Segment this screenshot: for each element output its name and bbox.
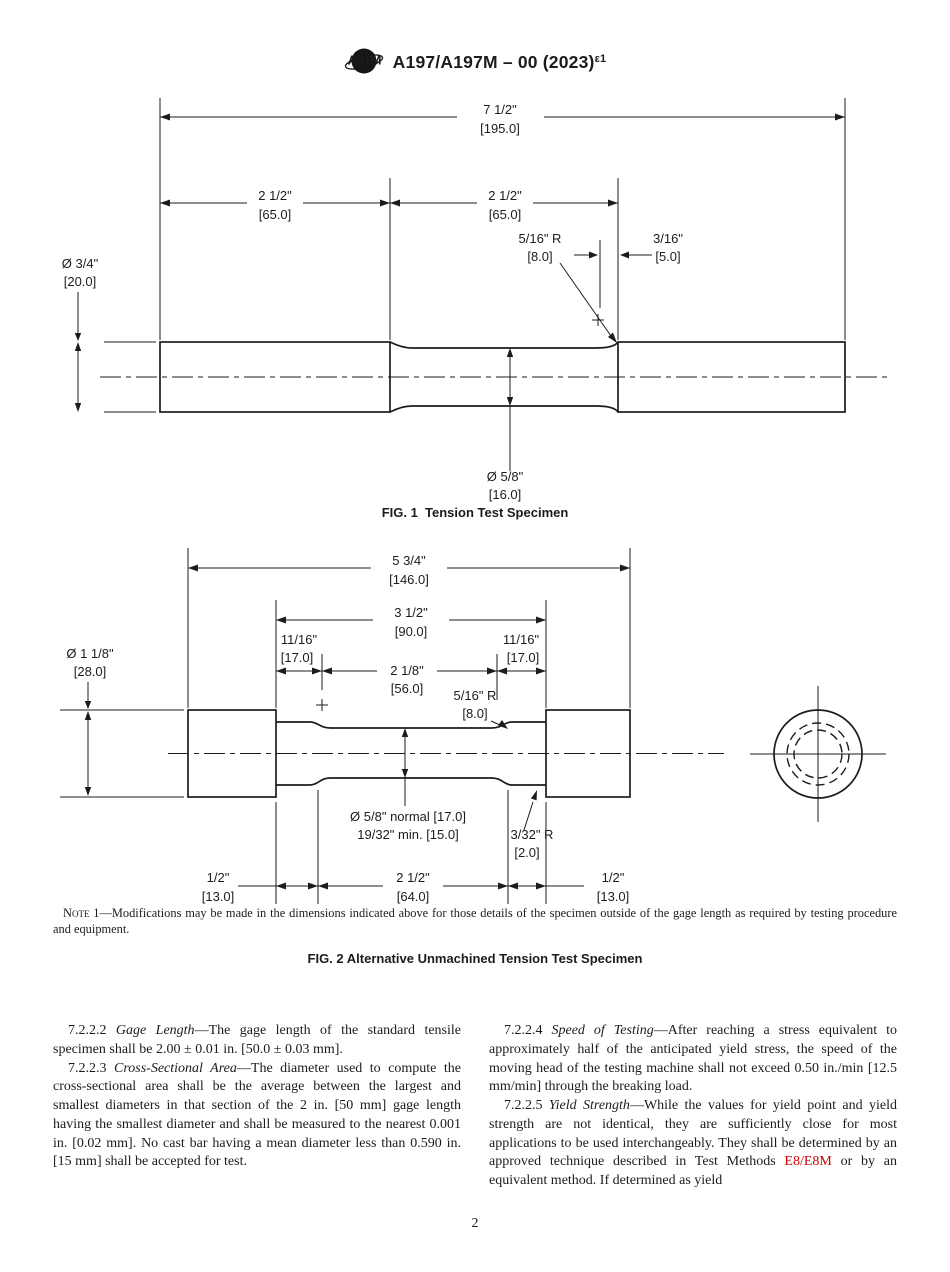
section-text: —The diameter used to compute the cross-… — [53, 1060, 462, 1170]
section-title: Gage Length — [115, 1023, 195, 1038]
document-title-text: A197/A197M – 00 (2023) — [392, 51, 595, 72]
astm-logo-letters: ASTM — [347, 53, 380, 68]
fig1-dim-enddia-mm: [20.0] — [64, 274, 97, 289]
fig1-caption: FIG. 1 Tension Test Specimen — [381, 505, 569, 520]
fig2-note-text: —Modifications may be made in the dimens… — [53, 906, 897, 937]
fig1-dim-enddia-in: Ø 3/4" — [62, 256, 99, 271]
fig2-dim-gagelen-mm: [56.0] — [391, 681, 424, 696]
fig1-dim-overall-in: 7 1/2" — [483, 102, 517, 117]
fig2-dim-smallfillet-mm: [2.0] — [514, 845, 539, 860]
fig2-note: Note 1—Modifications may be made in the … — [53, 905, 897, 937]
fig2-dim-gagedia-line1: Ø 5/8" normal [17.0] — [350, 809, 466, 824]
fig2-drawing: 5 3/4" [146.0] 3 1/2" [90.0] 11/16" [17.… — [60, 548, 886, 904]
fig2-dim-enddia-mm: [28.0] — [74, 664, 107, 679]
section-number: 7.2.2.2 — [68, 1023, 107, 1038]
section-number: 7.2.2.5 — [504, 1098, 543, 1113]
fig1-dim-shoulder-in: 3/16" — [653, 231, 683, 246]
fig2-dim-overall-in: 5 3/4" — [392, 553, 426, 568]
fig2-dim-fillet-mm: [8.0] — [462, 706, 487, 721]
fig2-end-view — [750, 686, 886, 822]
fig2-extension-lines — [187, 548, 631, 904]
fig1-dim-fillet-in: 5/16" R — [519, 231, 562, 246]
fig2-dim-gagedia-line2: 19/32" min. [15.0] — [357, 827, 458, 842]
fig2-dim-overall-mm: [146.0] — [389, 572, 429, 587]
fig1-dim-fillet-mm: [8.0] — [527, 249, 552, 264]
paragraph-7222: 7.2.2.2 Gage Length—The gage length of t… — [53, 1022, 461, 1060]
body-column-right: 7.2.2.4 Speed of Testing—After reaching … — [489, 1022, 897, 1191]
section-text: —The gage length of the standard tensile… — [53, 1023, 461, 1057]
fig2-dim-gagebottom-in: 2 1/2" — [396, 870, 430, 885]
fig1-dim-gagedia-in: Ø 5/8" — [487, 469, 524, 484]
section-number: 7.2.2.3 — [68, 1060, 107, 1076]
fig2-note-label: Note 1 — [63, 906, 100, 920]
fig1-dim-lefthalf-mm: [65.0] — [259, 207, 292, 222]
section-title: Speed of Testing — [551, 1023, 654, 1038]
section-text: —While the values for yield point and yi… — [489, 1098, 897, 1170]
fig1-dimension-lines — [160, 113, 845, 343]
fig2-dim-shoulderright-mm: [17.0] — [507, 650, 540, 665]
fig1-dim-shoulder-mm: [5.0] — [655, 249, 680, 264]
section-title: Cross-Sectional Area — [114, 1060, 237, 1076]
document-title-superscript: ε1 — [594, 52, 607, 65]
fig2-dim-smallfillet-in: 3/32" R — [511, 827, 554, 842]
page-number: 2 — [471, 1216, 479, 1231]
astm-logo-icon: ASTM — [344, 48, 383, 74]
fig1-extension-lines — [159, 98, 846, 340]
fig2-dim-inner-mm: [90.0] — [395, 624, 428, 639]
section-number: 7.2.2.4 — [504, 1023, 543, 1038]
paragraph-7225: 7.2.2.5 Yield Strength—While the values … — [489, 1097, 897, 1191]
fig2-dim-shoulderright-in: 11/16" — [503, 632, 540, 647]
fig2-dim-shoulderleft-in: 11/16" — [281, 632, 318, 647]
fig2-dim-gagelen-in: 2 1/8" — [390, 663, 424, 678]
fig2-dim-fillet-in: 5/16" R — [454, 688, 497, 703]
fig2-dim-gripright-mm: [13.0] — [597, 889, 630, 904]
paragraph-7223: 7.2.2.3 Cross-Sectional Area—The diamete… — [53, 1060, 461, 1173]
page-header: ASTM A197/A197M – 00 (2023)ε1 — [0, 44, 950, 80]
fig2-dim-enddia-in: Ø 1 1/8" — [66, 646, 114, 661]
fig2-dim-gripright-in: 1/2" — [602, 870, 625, 885]
fig2-caption: FIG. 2 Alternative Unmachined Tension Te… — [307, 951, 643, 966]
fig1-dim-righthalf-mm: [65.0] — [489, 207, 522, 222]
fig1-dim-overall-mm: [195.0] — [480, 121, 520, 136]
fig2-dim-gripleft-mm: [13.0] — [202, 889, 235, 904]
fig2-dim-inner-in: 3 1/2" — [394, 605, 428, 620]
fig1-dim-gagedia-mm: [16.0] — [489, 487, 522, 502]
fig1-dim-righthalf-in: 2 1/2" — [488, 188, 522, 203]
paragraph-7224: 7.2.2.4 Speed of Testing—After reaching … — [489, 1022, 897, 1097]
document-title: A197/A197M – 00 (2023)ε1 — [393, 52, 607, 73]
section-title: Yield Strength — [548, 1098, 630, 1113]
section-text: or by an equivalent method. If determine… — [489, 1154, 897, 1188]
fig2-dimension-lines — [188, 564, 630, 890]
fig1-dimension-labels: 7 1/2" [195.0] 2 1/2" [65.0] 2 1/2" [65.… — [62, 102, 684, 502]
body-column-left: 7.2.2.2 Gage Length—The gage length of t… — [53, 1022, 461, 1172]
fig2-diameter-callouts — [60, 682, 409, 806]
fig2-dim-gagebottom-mm: [64.0] — [397, 889, 430, 904]
fig2-dim-shoulderleft-mm: [17.0] — [281, 650, 314, 665]
fig2-dimension-labels: 5 3/4" [146.0] 3 1/2" [90.0] 11/16" [17.… — [66, 553, 629, 904]
fig1-drawing: 7 1/2" [195.0] 2 1/2" [65.0] 2 1/2" [65.… — [62, 98, 890, 502]
fig2-dim-gripleft-in: 1/2" — [207, 870, 230, 885]
fig1-diameter-callouts — [74, 292, 514, 471]
e8-e8m-link[interactable]: E8/E8M — [784, 1154, 832, 1170]
section-text: —After reaching a stress equivalent to a… — [489, 1023, 898, 1095]
fig1-dim-lefthalf-in: 2 1/2" — [258, 188, 292, 203]
